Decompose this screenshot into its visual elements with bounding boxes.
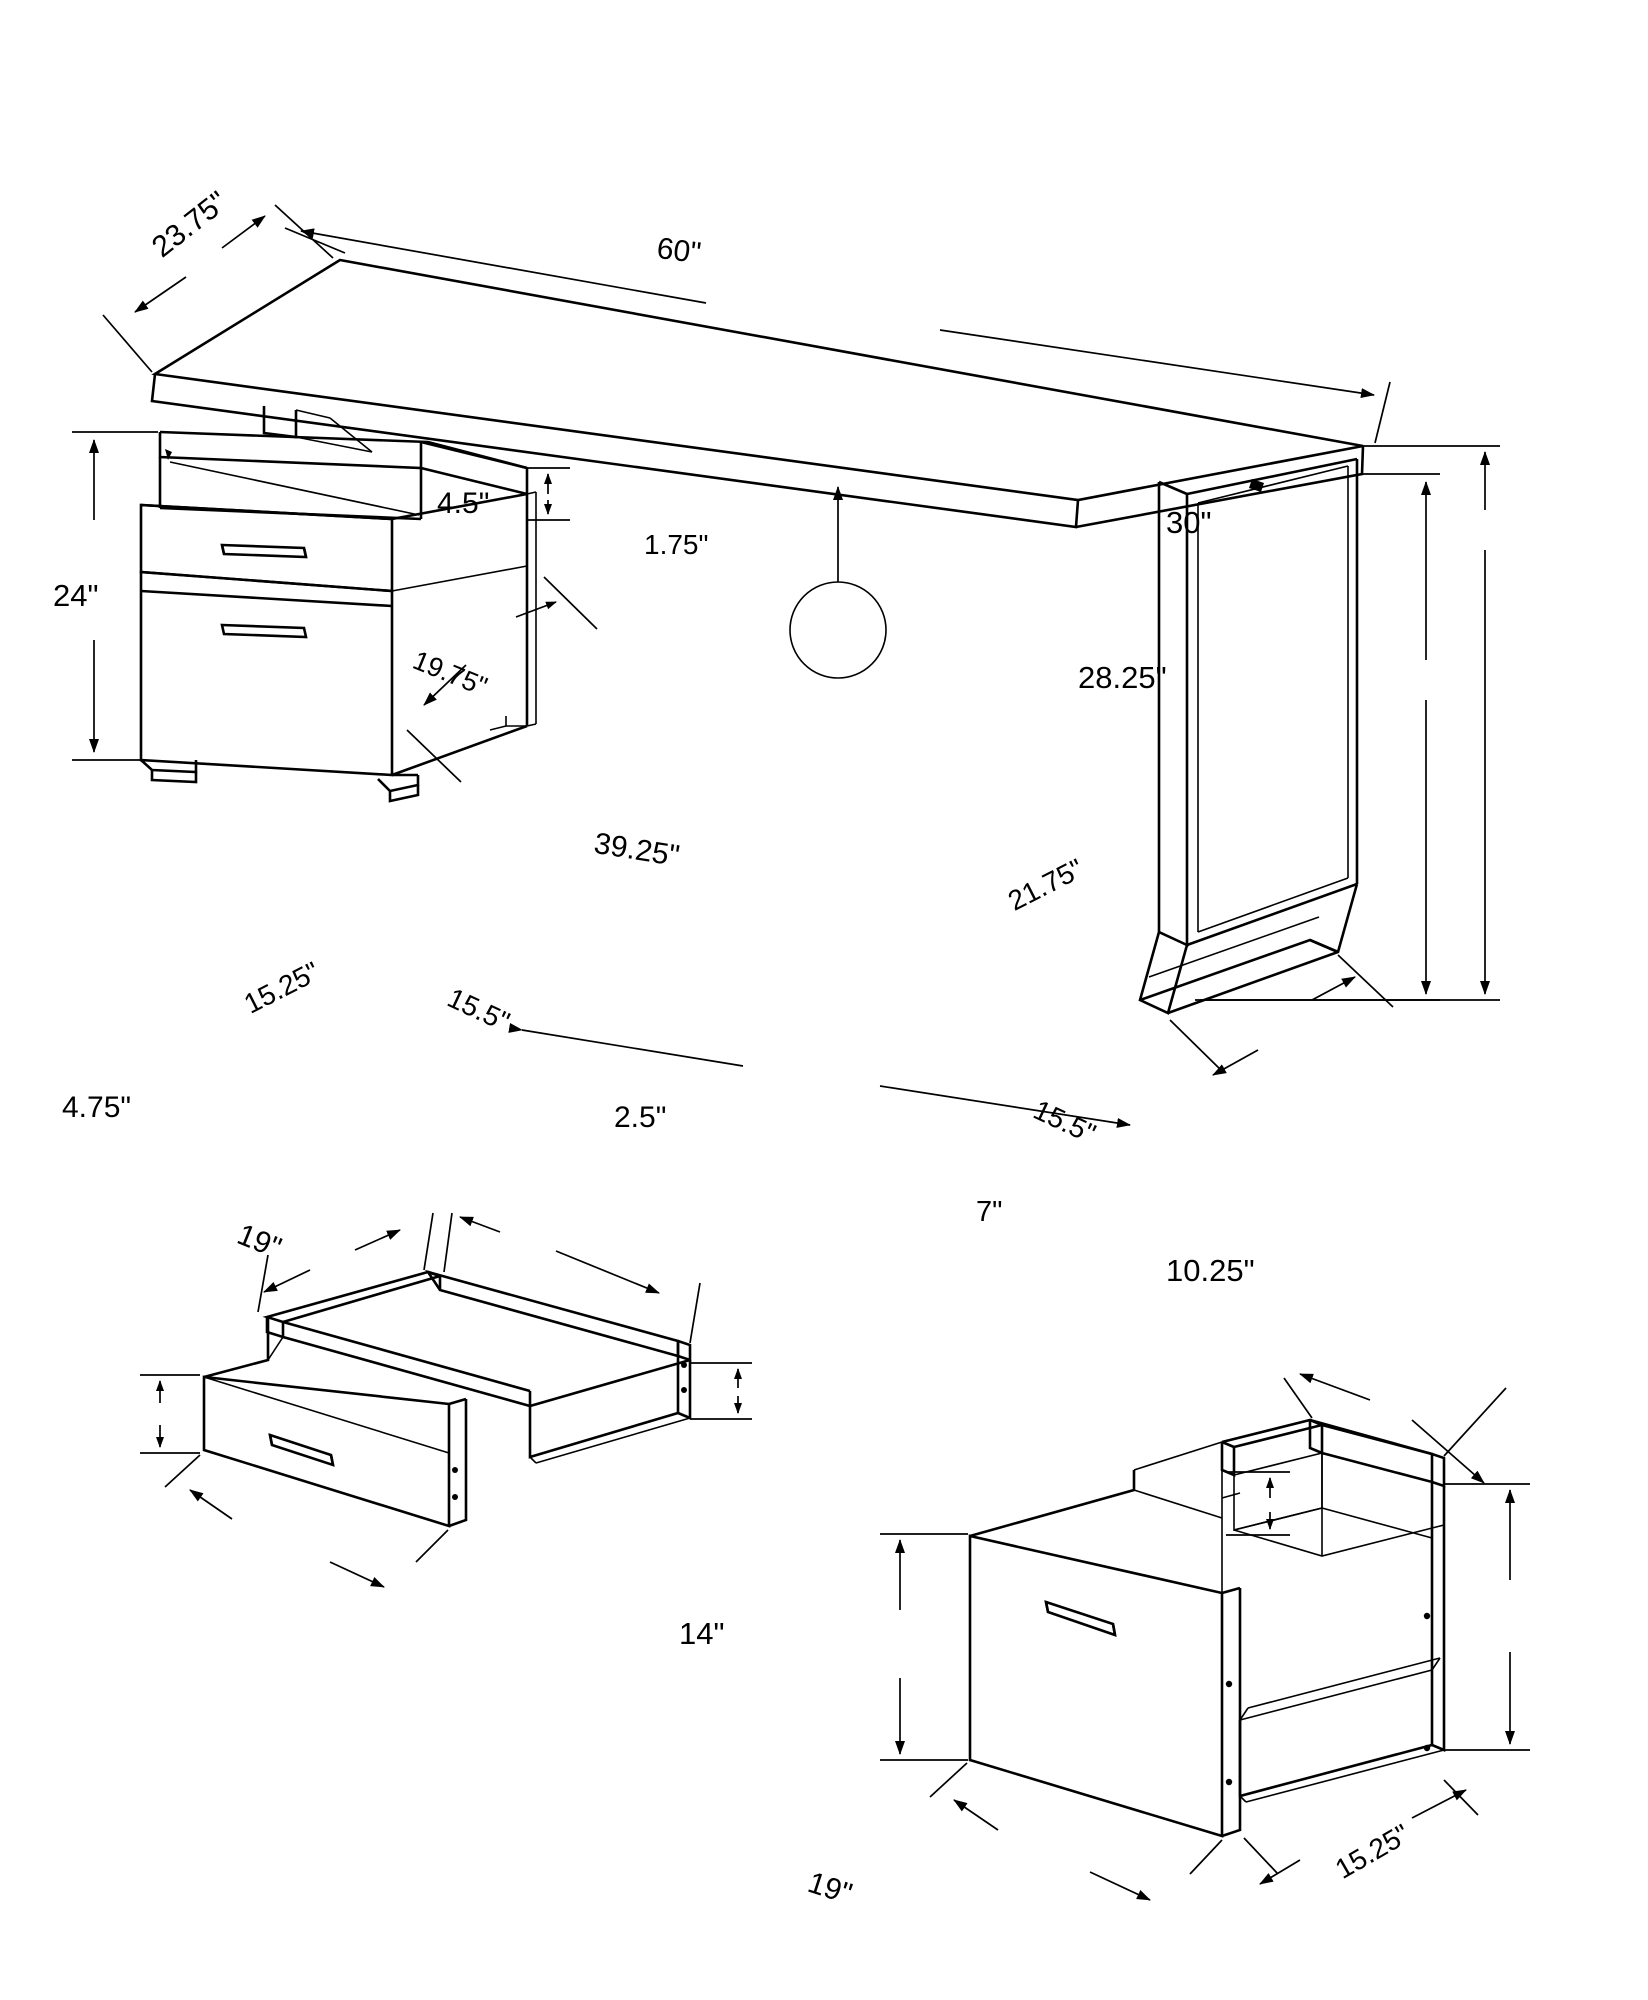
dim-label-sd-face-height: 4.75": [62, 1091, 132, 1124]
dim-label-ld-face-height: 14": [679, 1616, 725, 1651]
dim-label-desk-height: 30": [1166, 505, 1212, 540]
dim-label-ld-inner-height: 7": [976, 1196, 1003, 1228]
dimension-lines-main: [72, 204, 1500, 1128]
large-drawer-geometry: [968, 1418, 1446, 1838]
dim-label-sd-box-height: 2.5": [614, 1101, 667, 1134]
desk-main-geometry: [139, 258, 1365, 1015]
dim-label-leg-height: 28.25": [1078, 660, 1167, 695]
dim-label-width-top: 60": [654, 232, 703, 271]
dimension-lines-large-drawer: [880, 1373, 1530, 1901]
small-drawer-geometry: [202, 1269, 692, 1528]
dim-label-ld-box-height: 10.25": [1166, 1253, 1255, 1288]
dim-label-top-thickness: 1.75": [644, 529, 709, 560]
dim-label-cabinet-height: 24": [53, 578, 99, 613]
dimension-lines-small-drawer: [140, 1212, 752, 1588]
dim-label-shelf-opening: 4.5": [437, 487, 490, 520]
